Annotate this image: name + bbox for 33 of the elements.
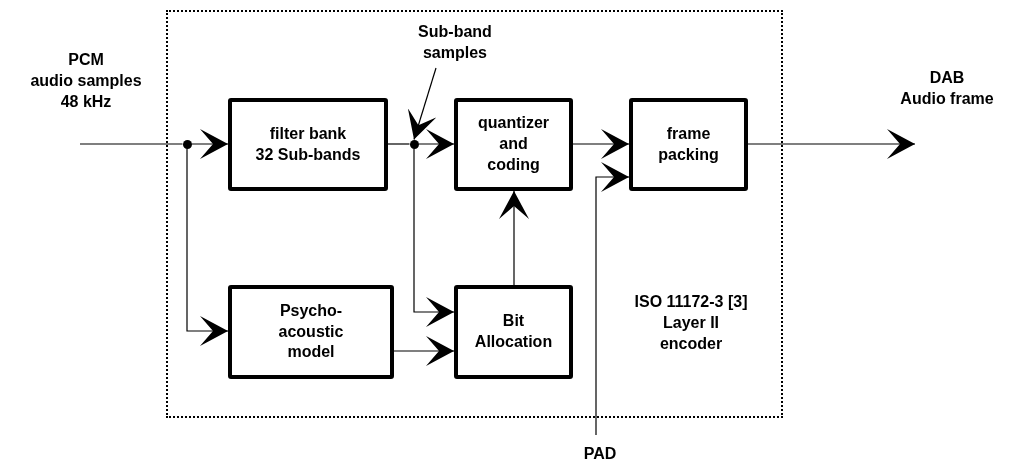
- process-box: [454, 98, 573, 191]
- process-box: [228, 285, 394, 379]
- process-box: [629, 98, 748, 191]
- arrow: [747, 129, 916, 159]
- arrow: [407, 67, 437, 141]
- signal-label: PCM: [68, 50, 104, 70]
- arrow: [186, 147, 229, 346]
- encoder-boundary: [166, 10, 783, 418]
- arrow: [413, 147, 455, 327]
- process-box: [228, 98, 388, 191]
- signal-label: Audio frame: [900, 88, 994, 109]
- block-label: Psycho- acoustic model: [277, 300, 345, 363]
- block-label: 32 Sub-bands: [255, 144, 361, 165]
- arrow: [499, 190, 529, 286]
- arrow: [190, 129, 229, 159]
- arrow: [393, 336, 455, 366]
- process-box: [454, 285, 573, 379]
- encoder-label: ISO 11172-3 [3] Layer II encoder: [633, 292, 749, 354]
- signal-label: DAB: [929, 68, 965, 88]
- arrow: [417, 129, 455, 159]
- block-label: quantizer and coding: [476, 113, 551, 175]
- block-label: Bit Allocation: [473, 311, 554, 352]
- signal-label: audio samples 48 kHz: [29, 70, 143, 112]
- connector-line: [79, 143, 184, 145]
- arrow: [595, 162, 630, 436]
- junction-dot: [182, 139, 192, 149]
- junction-dot: [409, 139, 419, 149]
- signal-label: Sub-band samples: [417, 22, 493, 63]
- signal-label: PAD: [583, 444, 617, 465]
- block-label: filter bank: [269, 123, 347, 144]
- block-label: frame packing: [657, 123, 720, 165]
- connector-line: [387, 143, 411, 145]
- arrow: [572, 129, 630, 159]
